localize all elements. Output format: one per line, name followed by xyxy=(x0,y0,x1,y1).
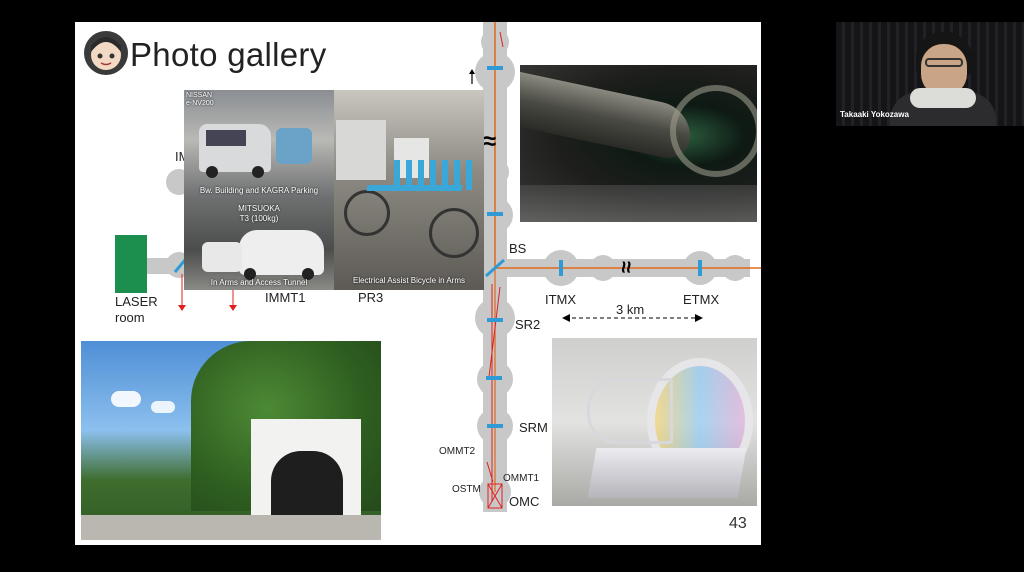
page-number: 43 xyxy=(729,515,747,532)
ommt2-label: OMMT2 xyxy=(439,446,476,457)
distance-label: 3 km xyxy=(616,302,645,317)
presentation-slide: Photo gallery xyxy=(75,22,761,545)
sapphire-mirror-photo xyxy=(552,338,757,506)
parking-photo: NISSAN e-NV200 Bw. Building and KAGRA Pa… xyxy=(184,90,334,200)
immt1-label: IMMT1 xyxy=(265,290,306,305)
electric-bicycles-photo: Electrical Assist Bicycle in Arms xyxy=(334,90,484,290)
kagra-mascot-icon xyxy=(83,30,129,76)
bs-label: BS xyxy=(509,241,527,256)
itmx-label: ITMX xyxy=(545,292,577,307)
tunnel-entrance-photo xyxy=(81,341,381,540)
mitsuoka-caption: MITSUOKA T3 (100kg) xyxy=(238,204,280,223)
arm-break-symbol-horizontal: ≈ xyxy=(614,260,640,274)
participant-avatar xyxy=(880,28,998,126)
participant-video-tile[interactable]: Takaaki Yokozawa xyxy=(836,22,1024,126)
participant-name-label: Takaaki Yokozawa xyxy=(840,110,909,119)
laser-room-label: LASER room xyxy=(115,294,158,325)
ommt1-label: OMMT1 xyxy=(503,473,540,484)
interferometer-diagram xyxy=(115,22,761,512)
sr2-label: SR2 xyxy=(515,317,541,332)
ostm-label: OSTM xyxy=(452,484,481,495)
arm-break-symbol-vertical: ≈ xyxy=(483,128,497,155)
access-tunnel-vehicle-photo: MITSUOKA T3 (100kg) In Arms and Access T… xyxy=(184,200,334,290)
parking-caption: Bw. Building and KAGRA Parking xyxy=(199,186,319,195)
etmx-label: ETMX xyxy=(683,292,720,307)
bicycle-caption: Electrical Assist Bicycle in Arms xyxy=(352,276,466,285)
srm-label: SRM xyxy=(519,420,548,435)
slide-title: Photo gallery xyxy=(130,36,327,73)
beam-pipe-tunnel-photo xyxy=(520,65,757,222)
nissan-badge: NISSAN e-NV200 xyxy=(186,92,214,107)
omc-label: OMC xyxy=(509,494,540,509)
tunnel-vehicle-caption: In Arms and Access Tunnel xyxy=(210,278,308,287)
pr3-label: PR3 xyxy=(358,290,384,305)
